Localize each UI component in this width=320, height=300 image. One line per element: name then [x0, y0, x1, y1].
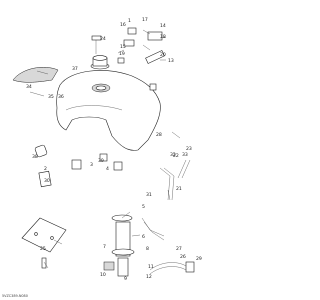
label-38: 38	[32, 154, 38, 160]
label-3: 3	[90, 162, 93, 168]
label-6: 6	[142, 234, 145, 240]
label-27: 27	[176, 246, 182, 252]
label-23: 23	[186, 146, 192, 152]
label-12: 12	[146, 274, 152, 280]
fuel-tank	[56, 70, 161, 151]
label-4: 4	[106, 166, 109, 172]
label-1: 1	[128, 18, 131, 24]
callout-labels: 1 2 3 4 5 6 7 8 9 10 11 12 13 14 15 16 1…	[2, 17, 202, 298]
side-cover-left	[12, 67, 59, 97]
label-32: 32	[170, 152, 176, 158]
mount-plate	[21, 217, 67, 269]
label-5: 5	[142, 204, 145, 210]
label-20: 20	[160, 52, 166, 58]
label-33: 33	[182, 152, 188, 158]
label-9: 9	[124, 276, 127, 282]
label-25: 25	[40, 246, 46, 252]
label-26: 26	[180, 254, 186, 260]
parts-diagram: 1 2 3 4 5 6 7 8 9 10 11 12 13 14 15 16 1…	[2, 17, 202, 298]
label-29: 29	[196, 256, 202, 262]
label-18: 18	[160, 34, 166, 40]
diagram-code: 5VZC389-N080	[2, 294, 28, 298]
label-7: 7	[103, 244, 106, 250]
fuel-pump	[103, 214, 165, 277]
tube-set-right	[159, 159, 191, 201]
label-2: 2	[44, 166, 47, 172]
label-19: 19	[119, 51, 125, 57]
label-14: 14	[160, 23, 166, 29]
leader-lines	[36, 29, 181, 269]
label-13: 13	[168, 58, 174, 64]
label-8: 8	[146, 246, 149, 252]
filler-cap-assembly	[90, 35, 110, 70]
diagram-canvas: 1 2 3 4 5 6 7 8 9 10 11 12 13 14 15 16 1…	[2, 17, 202, 298]
label-39: 39	[98, 158, 104, 164]
label-24: 24	[100, 36, 106, 42]
hose-bottom-right	[149, 261, 195, 275]
label-17: 17	[142, 17, 148, 23]
hose-set-left	[34, 144, 123, 188]
label-16: 16	[120, 22, 126, 28]
label-22: 22	[173, 153, 179, 159]
label-31: 31	[146, 192, 152, 198]
bracket-set-right	[117, 27, 165, 91]
label-36: 36	[58, 94, 64, 100]
label-37: 37	[72, 66, 78, 72]
label-35: 35	[48, 94, 54, 100]
label-11: 11	[148, 264, 154, 270]
label-30: 30	[44, 178, 50, 184]
label-28: 28	[156, 132, 162, 138]
label-34: 34	[26, 84, 32, 90]
label-10: 10	[100, 272, 106, 278]
label-21: 21	[176, 186, 182, 192]
label-15: 15	[120, 44, 126, 50]
